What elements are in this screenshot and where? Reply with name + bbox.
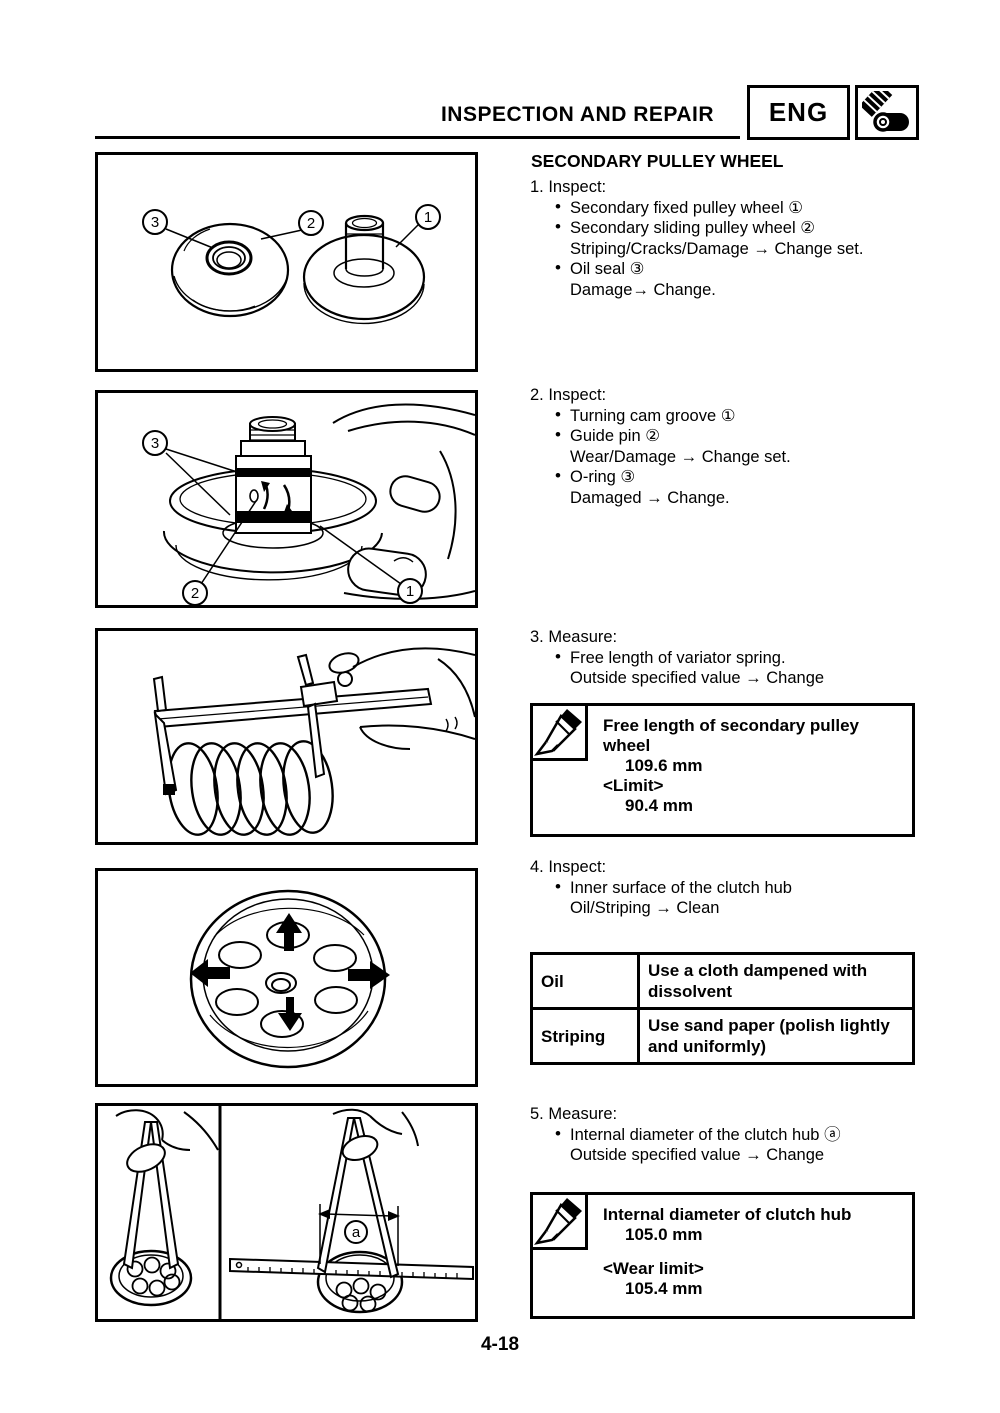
step-title: 2. Inspect:: [530, 386, 607, 404]
figure-diameter-measurement: a: [95, 1103, 478, 1322]
callout-a: a: [352, 1224, 361, 1241]
spec-title: Free length of secondary pulley wheel: [603, 716, 860, 755]
callout-2: 2: [307, 215, 315, 232]
table-row: Striping Use sand paper (polish lightly …: [530, 1007, 915, 1065]
spec-limit-value: 90.4 mm: [625, 796, 694, 815]
step-line: Oil seal ③: [530, 258, 918, 280]
callout-3: 3: [151, 435, 159, 452]
figure-1-drawing: 3 2 1: [142, 204, 441, 325]
table-cell-label: Striping: [530, 1007, 640, 1065]
callout-1: 1: [406, 583, 414, 600]
header-rule: [95, 136, 740, 139]
step-line: Outside specified value → Change: [570, 1146, 825, 1164]
inspection-arrows: [190, 913, 390, 1031]
spec-box-hub-diameter: Internal diameter of clutch hub 105.0 mm…: [530, 1192, 915, 1319]
spec-limit-value: 105.4 mm: [625, 1279, 703, 1298]
step-title: 5. Measure:: [530, 1105, 618, 1123]
figure-1-callouts: 3 2 1: [142, 204, 441, 236]
step-line: Wear/Damage → Change set.: [570, 447, 791, 466]
section-title: SECONDARY PULLEY WHEEL: [531, 151, 784, 171]
callout-3: 3: [151, 214, 159, 231]
table-cell-instruction: Use sand paper (polish lightly and unifo…: [637, 1007, 915, 1065]
callout-1: 1: [424, 209, 432, 226]
figure-pulley-assembly-inspection: 3 2 1: [95, 390, 478, 608]
spec-value: 105.0 mm: [625, 1225, 703, 1244]
step-line: Inner surface of the clutch hub: [530, 877, 918, 899]
step-title: 1. Inspect:: [530, 178, 607, 196]
figure-clutch-hub-surface: [95, 868, 478, 1087]
spec-limit-label: <Wear limit>: [603, 1259, 704, 1278]
step-line: Internal diameter of the clutch hub ⓐ: [530, 1124, 918, 1146]
figure-5-drawing: a: [109, 1106, 474, 1319]
engine-icon: [855, 85, 919, 140]
step-line: Free length of variator spring.: [530, 647, 918, 669]
spec-box-spring-free-length: Free length of secondary pulley wheel 10…: [530, 703, 915, 837]
step-title: 3. Measure:: [530, 628, 618, 646]
step-line: Secondary fixed pulley wheel ①: [530, 197, 918, 219]
table-cell-label: Oil: [530, 952, 640, 1010]
caliper-icon: [530, 1192, 588, 1250]
step-line: Damaged → Change.: [570, 488, 730, 507]
figure-3-drawing: [152, 647, 475, 836]
caliper-icon: [530, 703, 588, 761]
table-cell-instruction: Use a cloth dampened with dissolvent: [637, 952, 915, 1010]
spec-value: 109.6 mm: [625, 756, 703, 775]
step-line: Turning cam groove ①: [530, 405, 918, 427]
step-1: 1. Inspect: Secondary fixed pulley wheel…: [530, 177, 918, 300]
step-line: Outside specified value → Change: [570, 669, 825, 687]
badge-eng-label: ENG: [747, 85, 850, 140]
step-line: Damage→ Change.: [570, 280, 716, 299]
figure-pulley-wheels-exploded: 3 2 1: [95, 152, 478, 372]
step-line: Striping/Cracks/Damage → Change set.: [570, 239, 864, 258]
step-2: 2. Inspect: Turning cam groove ① Guide p…: [530, 385, 918, 508]
step-3: 3. Measure: Free length of variator spri…: [530, 627, 918, 689]
figure-2-callouts: 3 2 1: [142, 430, 423, 605]
spec-limit-label: <Limit>: [603, 776, 664, 795]
step-title: 4. Inspect:: [530, 858, 607, 876]
step-line: Guide pin ②: [530, 425, 918, 447]
figure-5-callouts: a: [344, 1220, 368, 1244]
table-row: Oil Use a cloth dampened with dissolvent: [530, 952, 915, 1010]
section-badge: ENG: [747, 85, 919, 140]
figure-4-drawing: [189, 889, 390, 1069]
page-title: INSPECTION AND REPAIR: [440, 103, 714, 126]
step-line: Secondary sliding pulley wheel ②: [530, 217, 918, 239]
callout-2: 2: [191, 585, 199, 602]
step-line: Oil/Striping → Clean: [570, 899, 720, 917]
cleaning-method-table: Oil Use a cloth dampened with dissolvent…: [530, 952, 915, 1065]
figure-spring-measurement: [95, 628, 478, 845]
figure-2-drawing: 3 2 1: [142, 403, 475, 605]
spec-title: Internal diameter of clutch hub: [603, 1205, 852, 1224]
step-4: 4. Inspect: Inner surface of the clutch …: [530, 857, 918, 919]
step-line: O-ring ③: [530, 466, 918, 488]
page-number: 4-18: [480, 1334, 520, 1355]
step-5: 5. Measure: Internal diameter of the clu…: [530, 1104, 918, 1166]
